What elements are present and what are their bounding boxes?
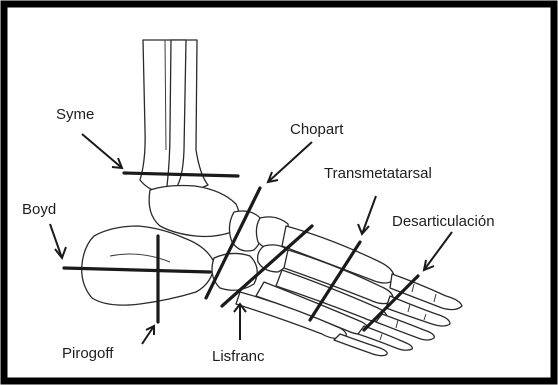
transmetatarsal-arrow [362, 196, 376, 234]
label-lisfranc: Lisfranc [212, 348, 265, 365]
label-desarticulacion: Desarticulación [392, 213, 495, 230]
calcaneus-bone [82, 226, 214, 305]
syme-arrow [82, 134, 122, 168]
label-pirogoff: Pirogoff [62, 345, 114, 362]
label-boyd: Boyd [22, 201, 56, 218]
boyd-arrow [50, 224, 62, 258]
label-chopart: Chopart [290, 121, 344, 138]
label-syme: Syme [56, 106, 94, 123]
label-transmetatarsal: Transmetatarsal [324, 165, 432, 182]
talus-bone [149, 186, 239, 237]
foot-skeleton-illustration [82, 40, 462, 356]
chopart-arrow [268, 142, 312, 182]
image-frame [4, 4, 554, 381]
desarticulacion-arrow [424, 232, 452, 270]
